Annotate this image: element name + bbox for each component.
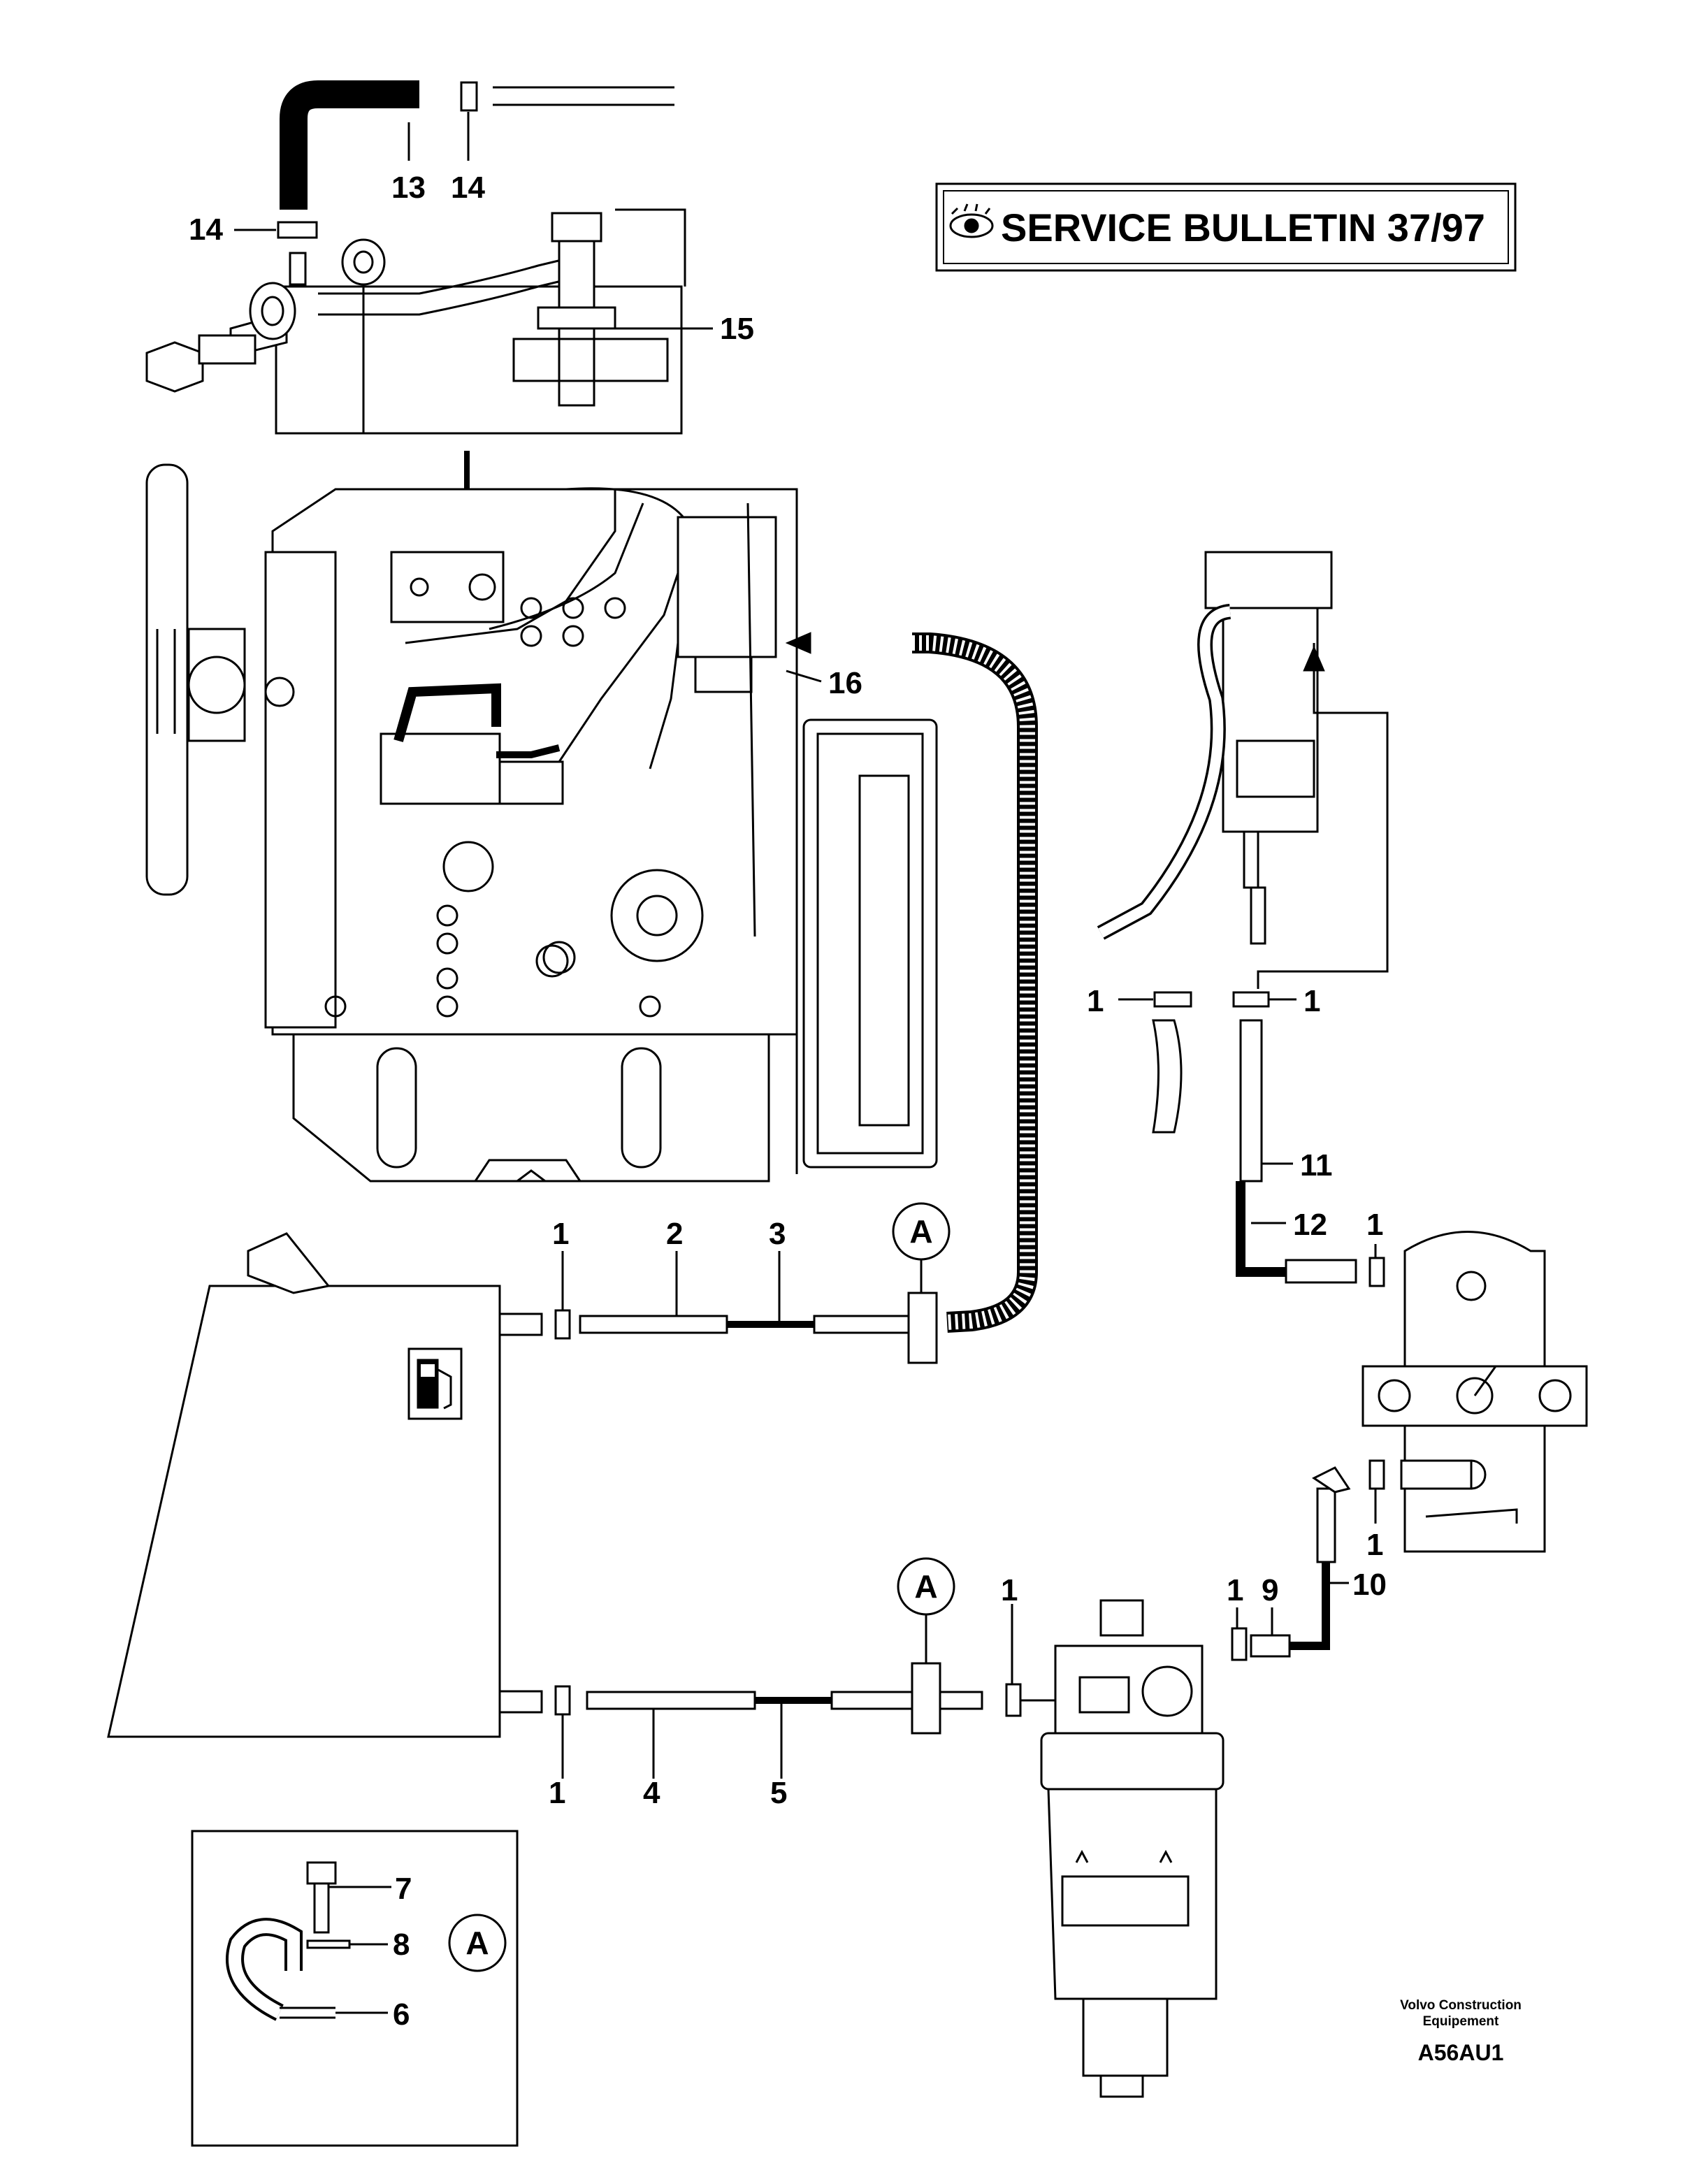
engine [145, 463, 938, 1183]
corrugated-return-hose [912, 632, 1038, 1333]
label-11: 11 [1300, 1148, 1333, 1183]
arrow-up-icon [1303, 645, 1325, 672]
callout-a-upper-text: A [909, 1213, 932, 1250]
eye-icon [949, 203, 994, 238]
label-4: 4 [643, 1776, 660, 1810]
label-12: 12 [1293, 1208, 1327, 1242]
callout-a-detail: A [448, 1914, 507, 1972]
label-14-top: 14 [451, 171, 485, 205]
label-8: 8 [393, 1928, 410, 1962]
label-3: 3 [769, 1217, 786, 1251]
clip-detail-box [191, 1830, 519, 2147]
label-1-top-right: 1 [1303, 984, 1320, 1018]
label-14-left: 14 [189, 212, 223, 247]
injection-pipe-detail [145, 80, 706, 435]
label-15: 15 [720, 312, 754, 346]
label-1-right-2: 1 [1366, 1528, 1383, 1562]
label-7: 7 [395, 1872, 412, 1906]
primary-fuel-filter [1040, 1599, 1225, 2098]
label-1-right-1: 1 [1366, 1208, 1383, 1242]
label-6: 6 [393, 1997, 410, 2032]
callout-a-upper: A [892, 1202, 951, 1293]
label-1-lower: 1 [549, 1776, 565, 1810]
callout-a-lower-text: A [914, 1568, 937, 1605]
brand-line-2: Equipement [1423, 2014, 1499, 2029]
fuel-tank [107, 1232, 543, 1738]
label-2: 2 [666, 1217, 683, 1251]
label-5: 5 [770, 1776, 787, 1810]
water-separator [1361, 1231, 1588, 1553]
fuel-pump-icon [407, 1347, 463, 1420]
label-1-mid: 1 [1227, 1573, 1243, 1607]
arrow-left-icon [785, 632, 811, 654]
service-bulletin-box: SERVICE BULLETIN 37/97 [935, 182, 1517, 272]
drawing-code: A56AU1 [1418, 2040, 1504, 2065]
label-9: 9 [1262, 1573, 1278, 1607]
brand-line-1: Volvo Construction [1400, 1998, 1522, 2013]
callout-a-lower: A [897, 1557, 955, 1663]
label-10: 10 [1352, 1568, 1387, 1602]
bulletin-text: SERVICE BULLETIN 37/97 [1001, 205, 1485, 250]
label-13: 13 [391, 171, 426, 205]
label-1-upper: 1 [552, 1217, 569, 1251]
fuel-filter-top [1097, 551, 1389, 989]
label-1-lower-mid: 1 [1001, 1573, 1018, 1607]
label-16: 16 [828, 666, 862, 700]
label-1-top-left: 1 [1087, 984, 1104, 1018]
callout-a-detail-text: A [465, 1925, 489, 1961]
